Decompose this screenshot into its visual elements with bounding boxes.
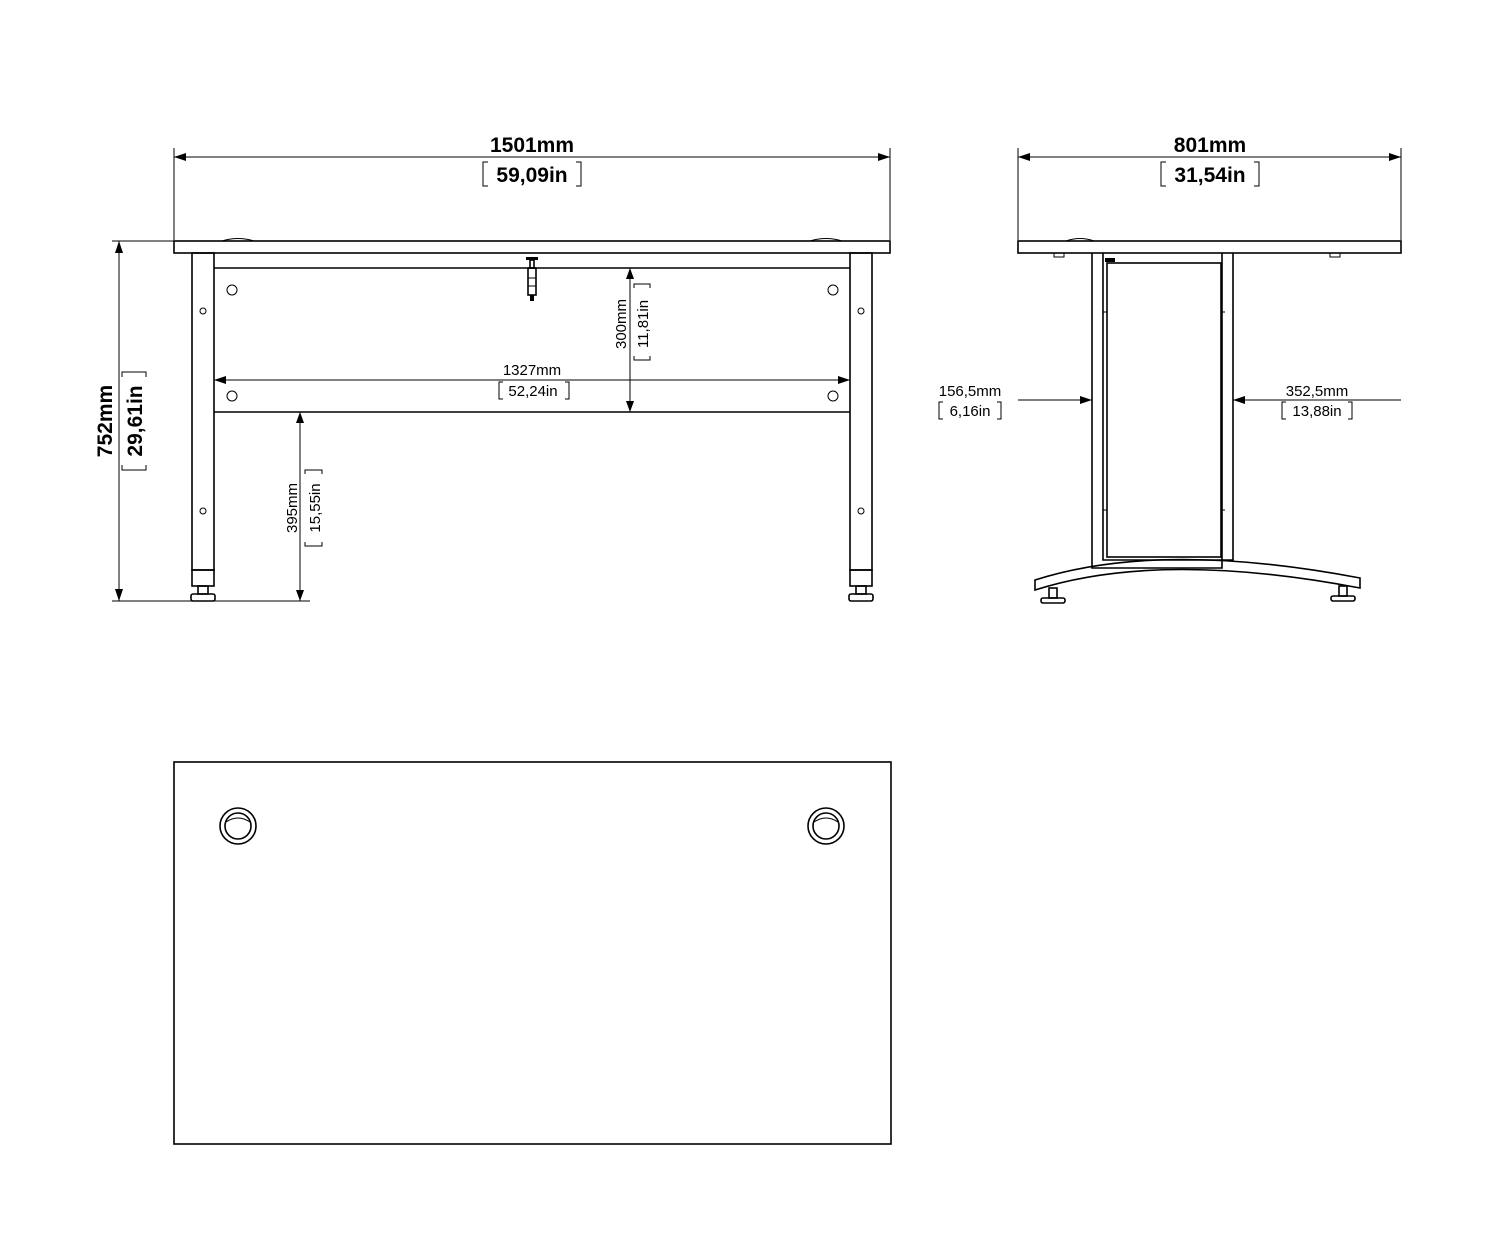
front-width-mm-label: 1501mm [490, 134, 574, 157]
rear-offset-in-label: 13,88in [1292, 403, 1341, 420]
front-width-in-label: 59,09in [496, 164, 567, 187]
front-right-leg [848, 252, 874, 602]
front-desktop [173, 240, 891, 254]
side-depth-mm-label: 801mm [1174, 134, 1246, 157]
side-c-leg [1034, 253, 1361, 604]
side-view: 801mm 31,54in [938, 134, 1402, 604]
top-view-desktop [173, 761, 892, 1145]
cable-grommet-right [807, 807, 845, 845]
clearance-mm-label: 395mm [284, 483, 301, 533]
front-offset-mm-label: 156,5mm [939, 383, 1002, 400]
front-offset-dimension: 156,5mm 6,16in [938, 383, 1092, 420]
clearance-dimension: 395mm 15,55in [214, 412, 324, 602]
side-desktop [1017, 240, 1402, 254]
front-height-in-label: 29,61in [124, 385, 147, 456]
top-view [173, 761, 892, 1145]
lock-icon [526, 257, 538, 301]
panel-height-mm-label: 300mm [613, 299, 630, 349]
front-width-dimension: 1501mm 59,09in [173, 134, 891, 240]
front-height-dimension: 752mm 29,61in [94, 240, 192, 602]
panel-height-dimension: 300mm 11,81in [613, 268, 652, 412]
side-depth-dimension: 801mm 31,54in [1017, 134, 1402, 240]
inner-width-dimension: 1327mm 52,24in [214, 362, 850, 400]
front-offset-in-label: 6,16in [950, 403, 991, 420]
front-view: 1501mm 59,09in [94, 134, 891, 602]
inner-width-in-label: 52,24in [508, 383, 557, 400]
cable-grommet-left [219, 807, 257, 845]
panel-height-in-label: 11,81in [635, 300, 652, 348]
side-depth-in-label: 31,54in [1174, 164, 1245, 187]
rear-offset-dimension: 352,5mm 13,88in [1233, 383, 1401, 420]
front-left-leg [190, 252, 216, 602]
front-height-mm-label: 752mm [94, 385, 117, 457]
clearance-in-label: 15,55in [307, 483, 324, 532]
inner-width-mm-label: 1327mm [503, 362, 561, 379]
rear-offset-mm-label: 352,5mm [1286, 383, 1349, 400]
